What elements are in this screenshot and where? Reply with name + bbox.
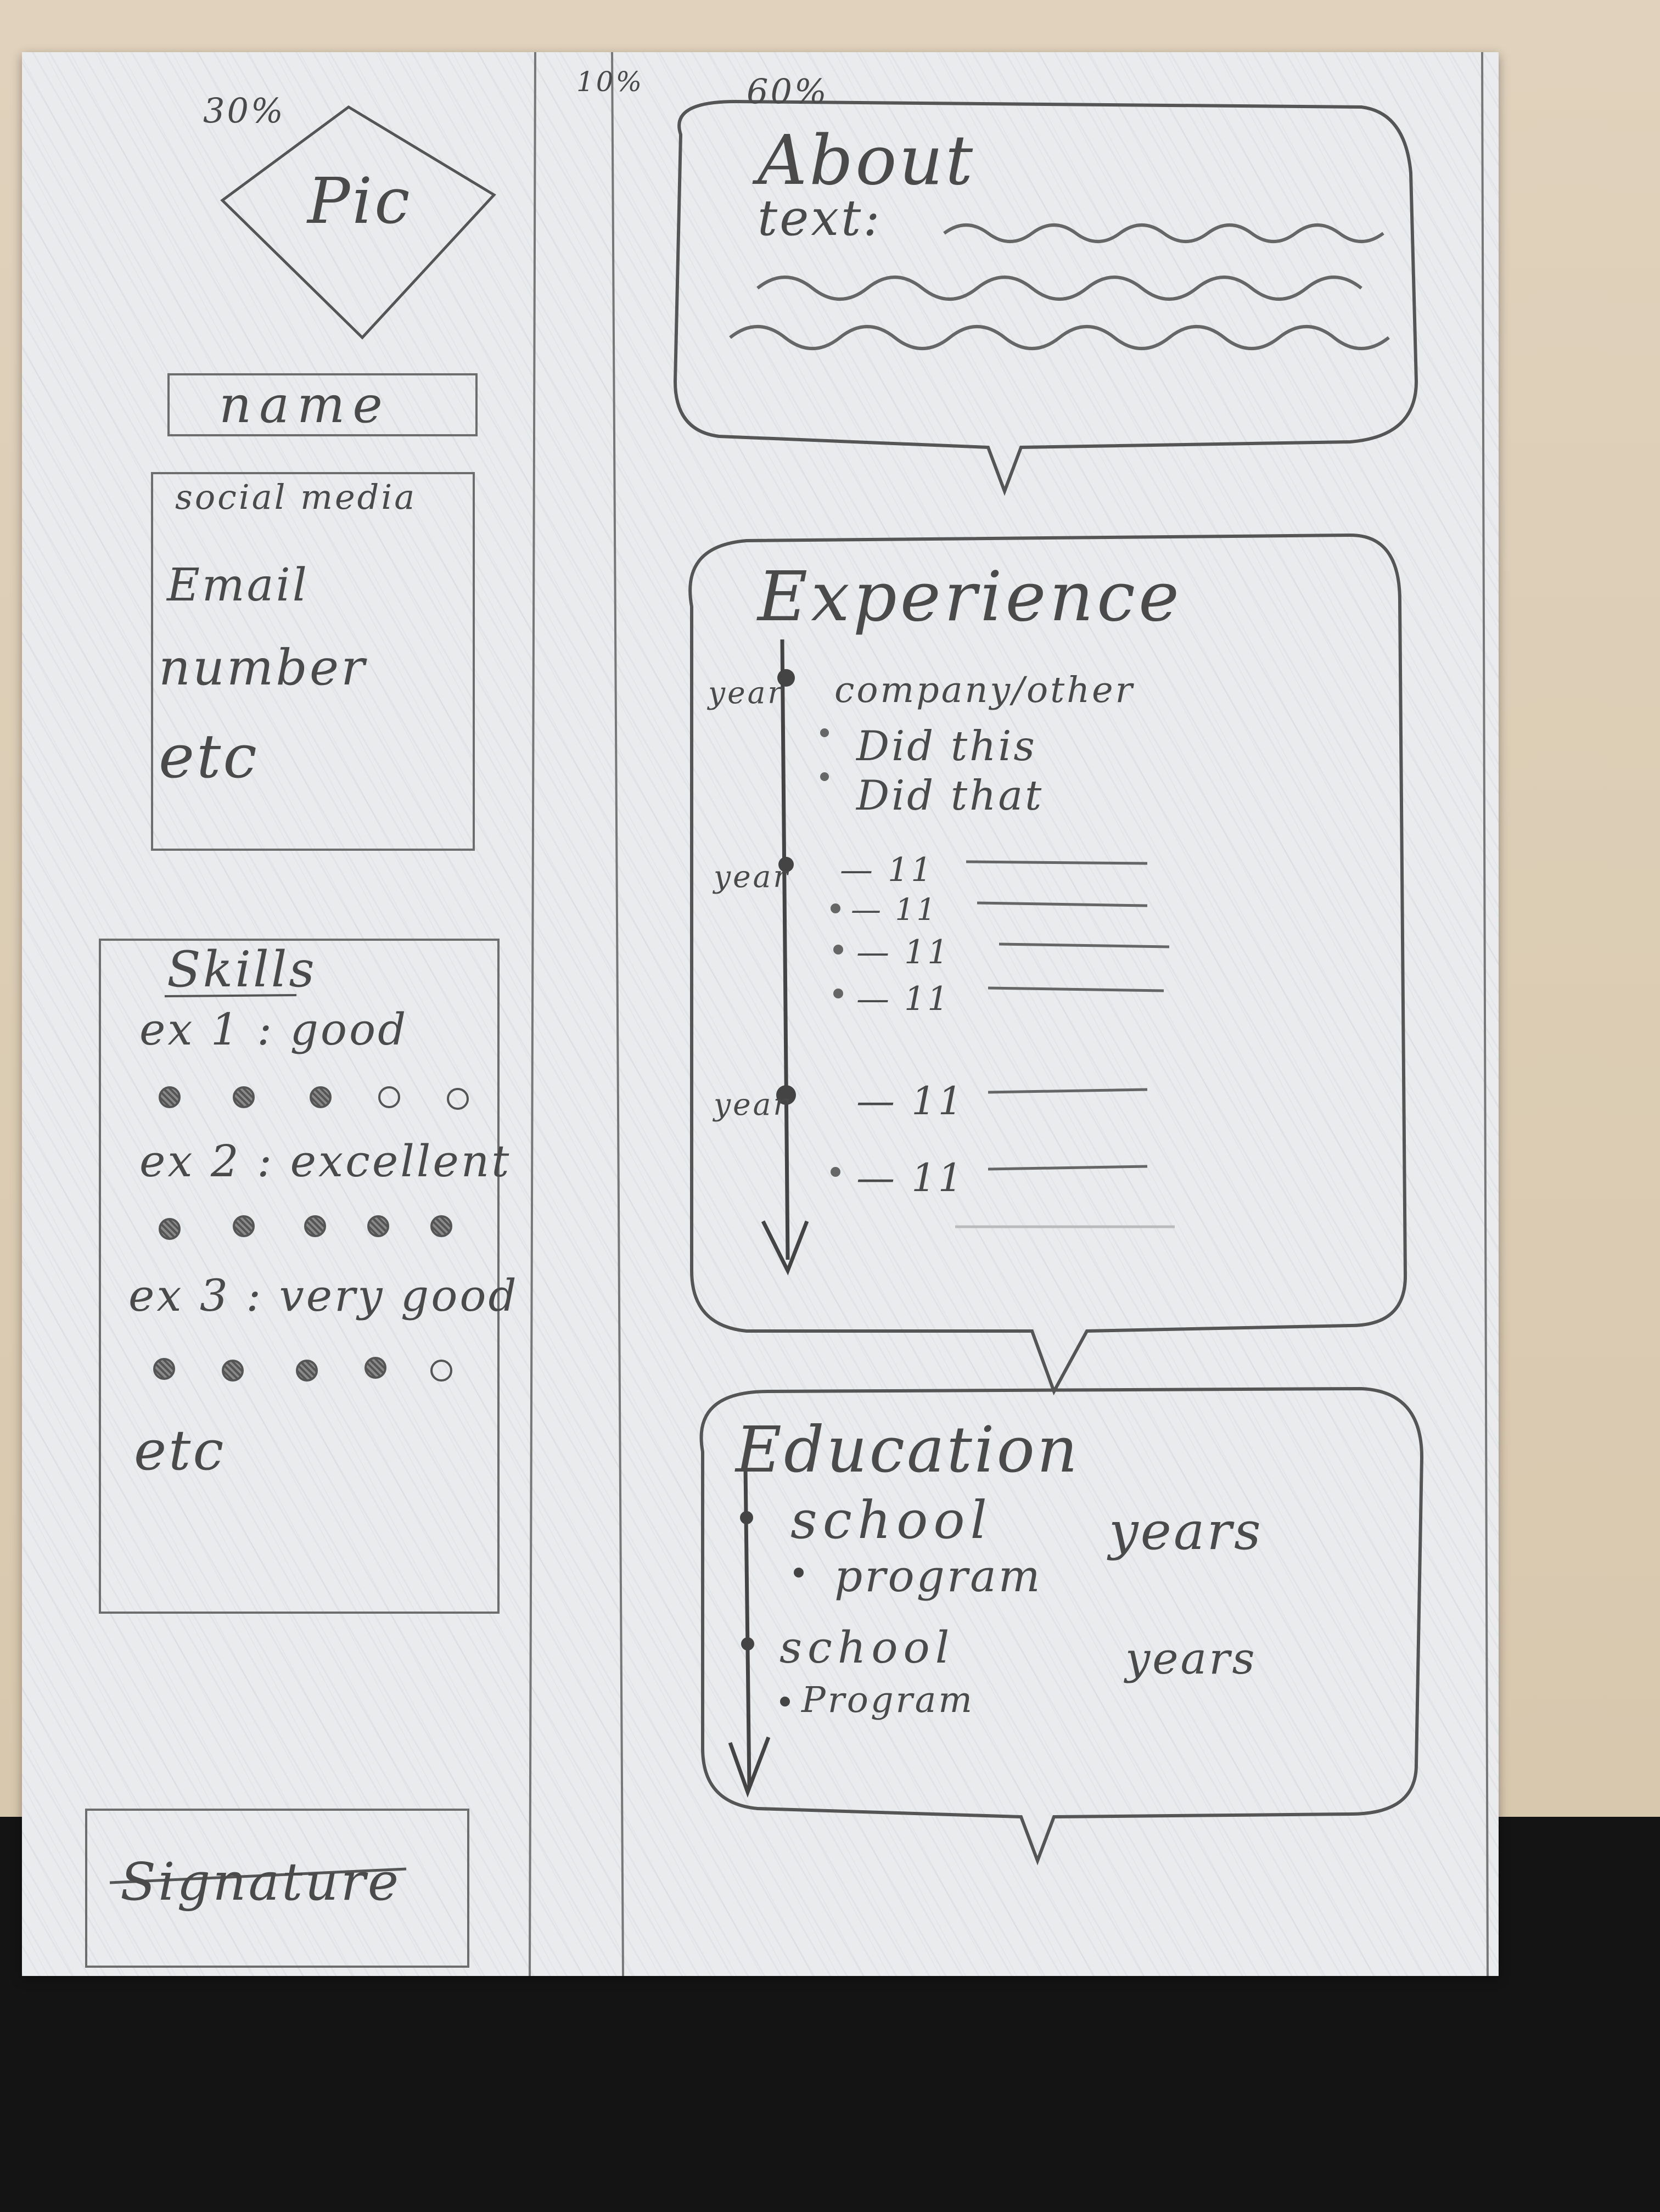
- rating-dot-filled: [153, 1358, 175, 1380]
- about-bubble: [673, 99, 1418, 496]
- rating-dot-filled: [304, 1215, 326, 1237]
- rating-dot-empty: [378, 1086, 400, 1108]
- rating-dot-filled: [233, 1215, 255, 1237]
- education-heading: Education: [736, 1413, 1080, 1487]
- middle-width-note: 10%: [576, 66, 644, 98]
- rating-dot-filled: [296, 1360, 318, 1382]
- left-width-note: 30%: [203, 91, 285, 131]
- experience-year-3: year: [714, 1087, 790, 1122]
- rating-dot-filled: [364, 1357, 386, 1379]
- experience-ditto-1: — 11: [840, 851, 934, 889]
- rating-dot-empty: [447, 1088, 469, 1110]
- about-heading: About: [758, 121, 975, 200]
- education-program-2: Program: [801, 1680, 975, 1721]
- name-box: name: [167, 373, 478, 436]
- contact-etc: etc: [159, 721, 259, 791]
- contact-email: Email: [167, 559, 309, 611]
- contact-heading: social media: [175, 477, 417, 517]
- skill-2-label: ex 2 : excellent: [139, 1136, 512, 1187]
- education-program-1: program: [834, 1551, 1042, 1602]
- right-width-note: 60%: [747, 71, 829, 111]
- experience-ditto-4: — 11: [856, 980, 951, 1018]
- rating-dot-filled: [367, 1215, 389, 1237]
- education-years-1: years: [1109, 1501, 1263, 1562]
- rating-dot-filled: [222, 1360, 244, 1382]
- rating-dot-filled: [233, 1086, 255, 1108]
- education-school-1: school: [790, 1490, 992, 1551]
- pic-label: Pic: [307, 165, 412, 238]
- experience-bullet-1: Did this: [856, 722, 1037, 770]
- rating-dot-filled: [159, 1086, 181, 1108]
- experience-year-1: year: [708, 675, 784, 710]
- experience-ditto-3: — 11: [856, 933, 951, 972]
- experience-company: company/other: [834, 670, 1135, 711]
- experience-bubble: [688, 533, 1407, 1396]
- experience-ditto-2: — 11: [851, 892, 938, 927]
- experience-ditto-5: — 11: [856, 1079, 965, 1124]
- experience-bullet-2: Did that: [856, 771, 1044, 819]
- rating-dot-empty: [430, 1360, 452, 1382]
- contact-box: social media Email number etc: [151, 472, 475, 851]
- education-bubble: [699, 1386, 1424, 1866]
- signature-label: Signature: [120, 1852, 401, 1912]
- skills-etc: etc: [134, 1418, 226, 1483]
- pic-diamond: [220, 105, 496, 340]
- rating-dot-filled: [159, 1218, 181, 1240]
- skills-box: Skills ex 1 : good ex 2 : excellent ex 3…: [99, 939, 517, 1614]
- sketch-paper: 30% 10% 60% Pic name social media Email …: [22, 52, 1499, 1976]
- rating-dot-filled: [310, 1086, 332, 1108]
- about-text-label: text:: [758, 189, 882, 247]
- contact-number: number: [159, 639, 367, 697]
- experience-ditto-6: — 11: [856, 1155, 965, 1200]
- education-years-2: years: [1125, 1633, 1257, 1684]
- name-label: name: [219, 375, 390, 434]
- skill-3-label: ex 3 : very good: [128, 1270, 519, 1321]
- experience-year-2: year: [714, 859, 790, 894]
- skill-1-label: ex 1 : good: [139, 1004, 408, 1055]
- rating-dot-filled: [430, 1215, 452, 1237]
- signature-box: Signature: [85, 1809, 469, 1968]
- column-dividers: [109, 52, 1489, 1976]
- education-school-2: school: [779, 1622, 955, 1673]
- skills-heading: Skills: [167, 941, 317, 998]
- experience-heading: Experience: [758, 557, 1182, 637]
